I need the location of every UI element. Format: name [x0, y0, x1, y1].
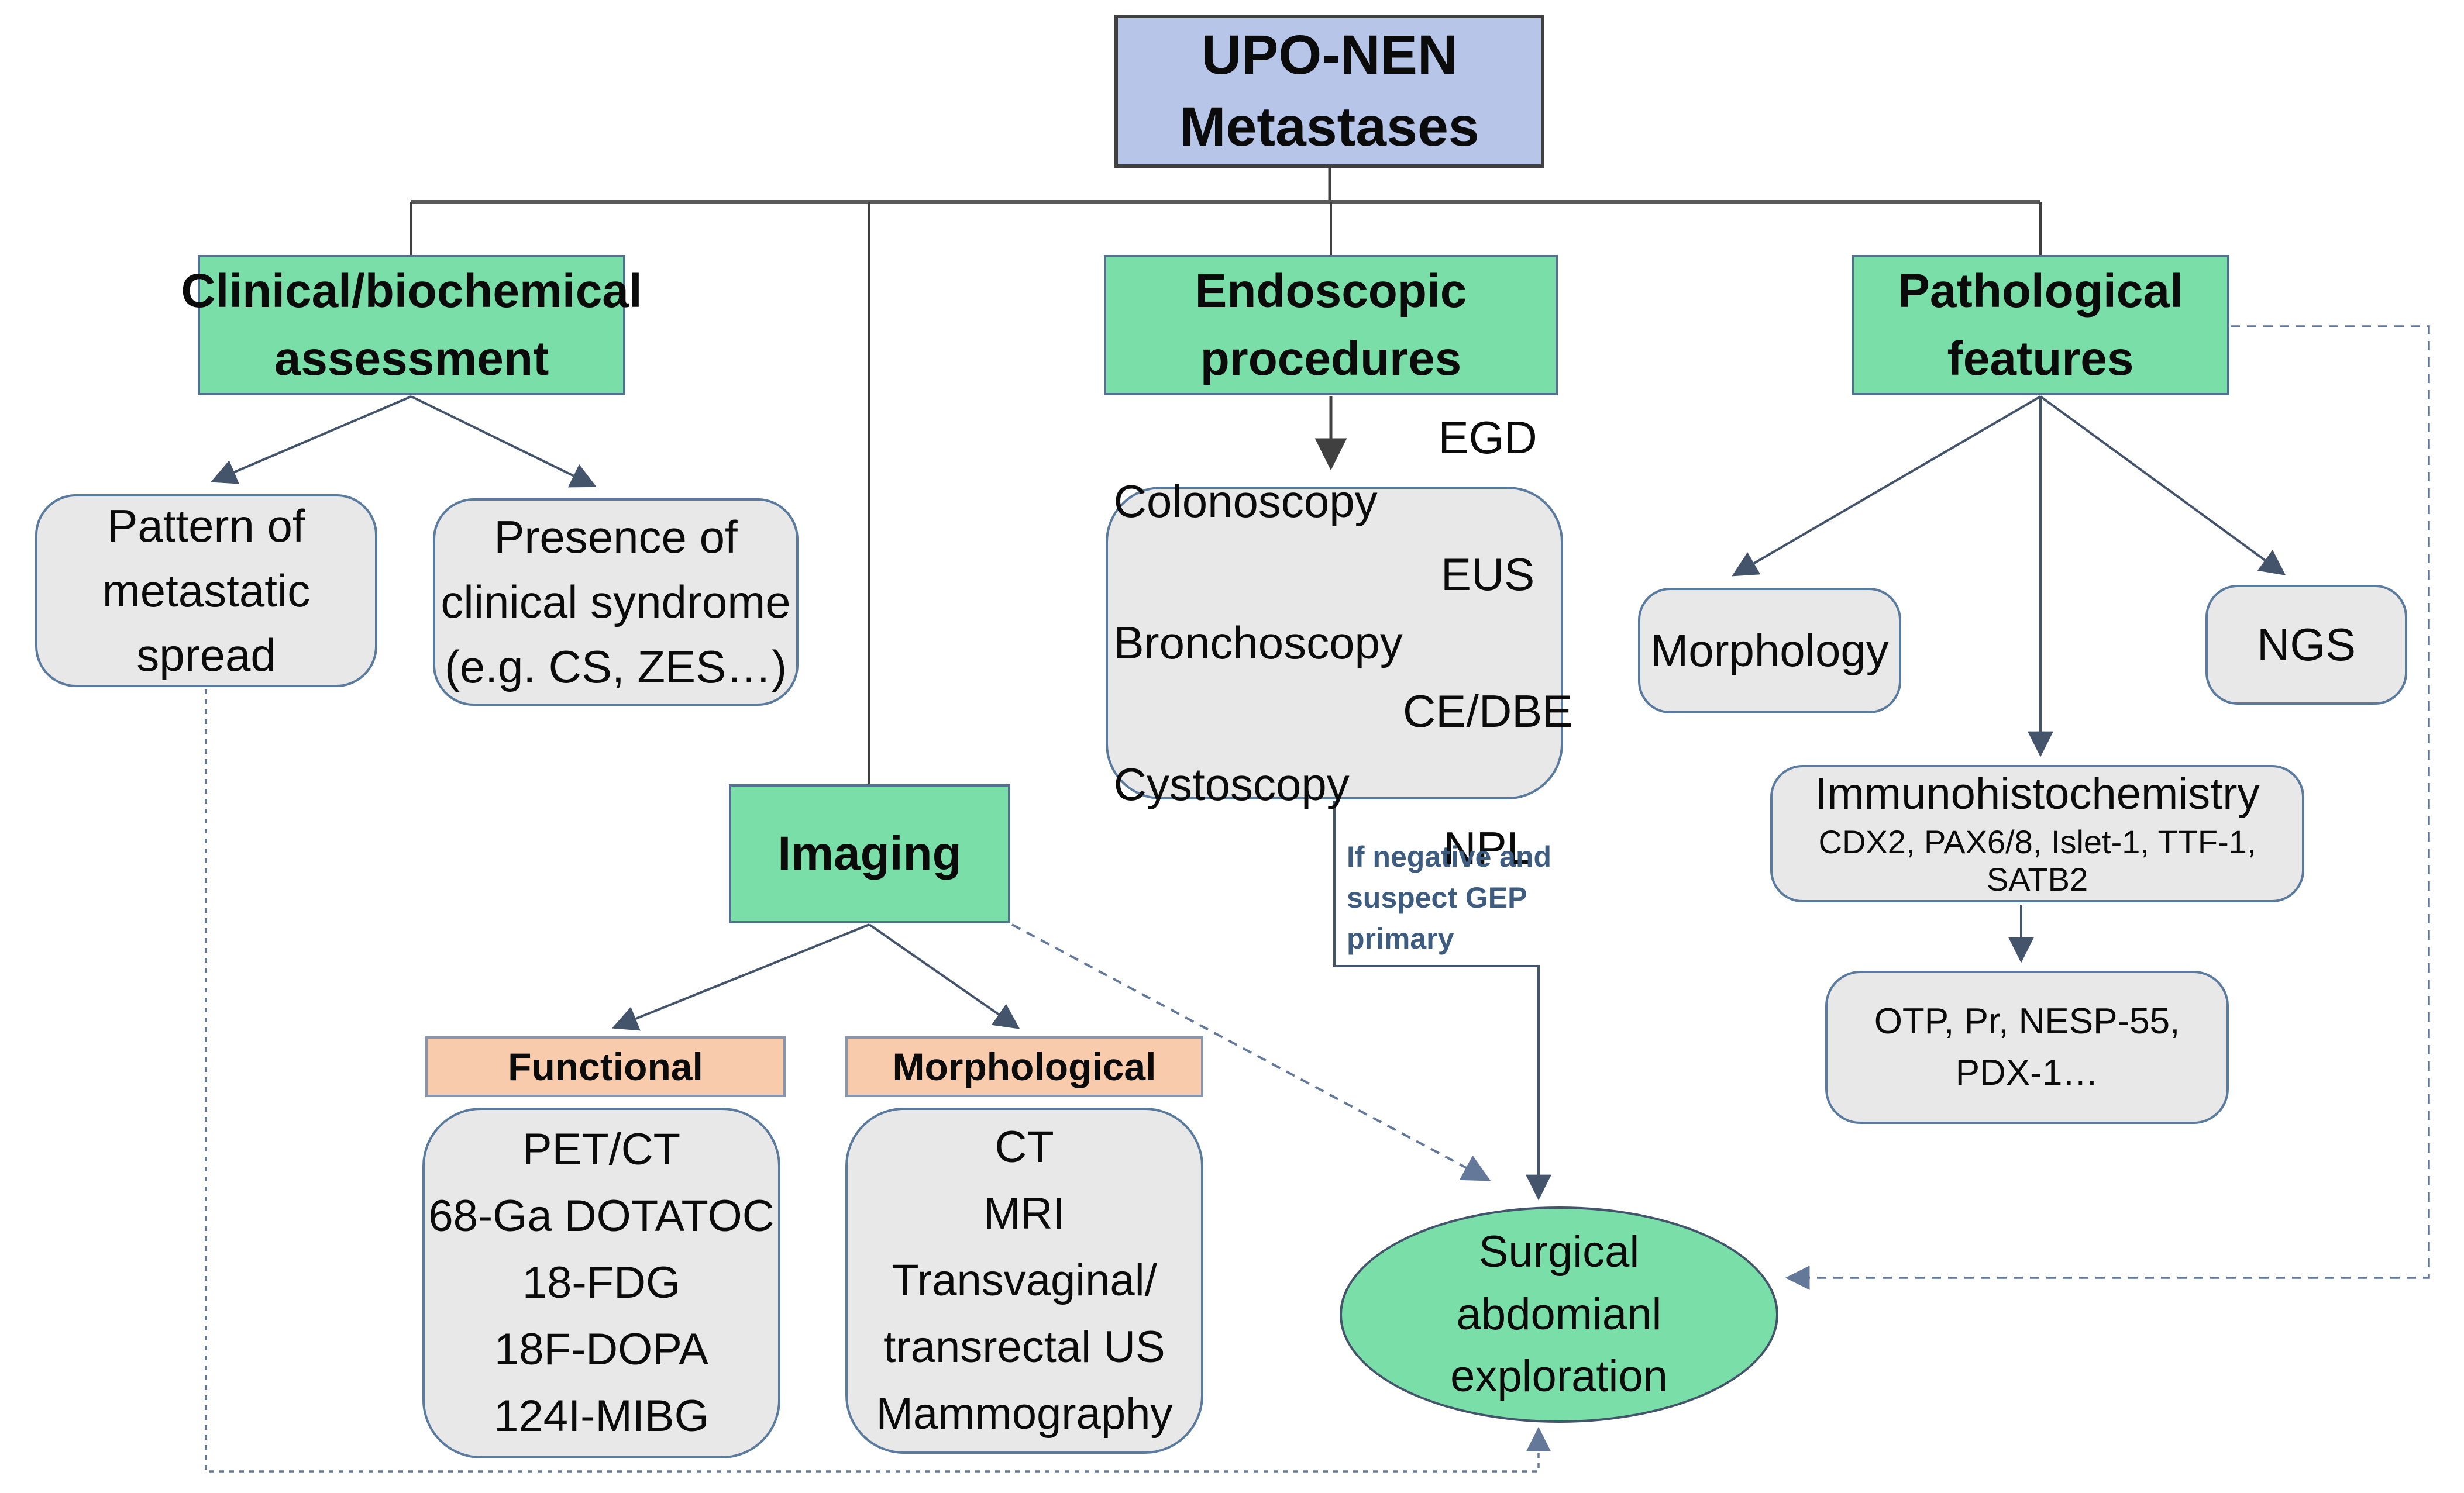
edge-imaging-to-functional	[611, 923, 870, 1031]
edge-imaging-to-morphological	[868, 923, 1020, 1029]
node-surgical-abdominal-exploration: Surgical abdomianl exploration	[1340, 1206, 1778, 1423]
node-functional-panel: PET/CT 68-Ga DOTATOC 18-FDG 18F-DOPA 124…	[422, 1108, 780, 1458]
list-item: Transvaginal/	[892, 1256, 1157, 1305]
node-morphological-header: Morphological	[845, 1036, 1203, 1097]
list-item: PET/CT	[522, 1125, 681, 1174]
node-clinical-biochemical-assessment: Clinical/biochemical assessment	[181, 255, 642, 395]
edge-clinical-to-pattern	[210, 395, 412, 484]
list-item: transrectal US	[883, 1322, 1165, 1372]
node-immunohistochemistry: Immunohistochemistry CDX2, PAX6/8, Islet…	[1770, 765, 2304, 902]
node-morphological-panel: CT MRI Transvaginal/ transrectal US Mamm…	[845, 1108, 1203, 1454]
node-ngs: NGS	[2205, 585, 2407, 705]
list-item: Colonoscopy	[1113, 475, 1378, 527]
endoscopy-list-left: Colonoscopy Bronchoscopy Cystoscopy	[1114, 395, 1403, 890]
list-item: Cystoscopy	[1113, 758, 1350, 810]
node-endoscopy-procedures-panel: Colonoscopy Bronchoscopy Cystoscopy EGD …	[1106, 412, 1572, 874]
list-item: Mammography	[876, 1389, 1173, 1439]
ihc-title: Immunohistochemistry	[1815, 769, 2260, 819]
list-item: NPL	[1443, 822, 1532, 874]
node-presence-of-clinical-syndrome: Presence of clinical syndrome (e.g. CS, …	[433, 498, 799, 706]
list-item: MRI	[983, 1189, 1065, 1239]
ihc-markers: CDX2, PAX6/8, Islet-1, TTF-1, SATB2	[1818, 823, 2256, 898]
edge-pathological-to-ngs	[2039, 395, 2286, 575]
list-item: 18F-DOPA	[494, 1325, 708, 1374]
list-item: 124I-MIBG	[494, 1391, 709, 1441]
note-if-negative-gep: If negative and suspect GEP primary	[1347, 840, 1552, 955]
edge-pattern-to-outcome-dashed	[205, 689, 1551, 1473]
list-item: EGD	[1438, 412, 1537, 463]
node-pattern-of-metastatic-spread: Pattern of metastatic spread	[35, 494, 377, 687]
edge-endoscopy-panel-to-outcome	[1333, 801, 1551, 1201]
node-functional-header: Functional	[425, 1036, 786, 1097]
endoscopy-list-right: EGD EUS CE/DBE NPL	[1403, 335, 1572, 951]
list-item: Bronchoscopy	[1113, 617, 1403, 669]
list-item: 68-Ga DOTATOC	[428, 1191, 775, 1241]
node-additional-markers: OTP, Pr, NESP-55, PDX-1…	[1825, 971, 2229, 1124]
node-endoscopic-procedures: Endoscopic procedures	[1104, 255, 1558, 395]
node-morphology: Morphology	[1638, 588, 1901, 713]
edge-clinical-to-syndrome	[411, 395, 597, 488]
node-pathological-features: Pathological features	[1852, 255, 2229, 395]
node-upo-nen-metastases: UPO-NEN Metastases	[1114, 15, 1544, 168]
node-imaging: Imaging	[729, 784, 1010, 923]
edge-pathological-to-outcome-dashed	[1785, 325, 2430, 1290]
list-item: CE/DBE	[1402, 685, 1573, 737]
edge-imaging-to-outcome-dashed	[1011, 923, 1491, 1181]
edge-pathological-to-morphology	[1732, 395, 2042, 577]
list-item: CT	[994, 1122, 1054, 1172]
list-item: 18-FDG	[522, 1258, 681, 1308]
list-item: EUS	[1440, 549, 1535, 600]
